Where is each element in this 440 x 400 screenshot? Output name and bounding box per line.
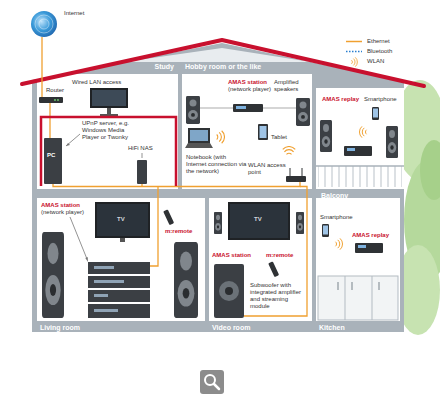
device-label: Smartphone	[364, 96, 397, 103]
device-label: HiFi NAS	[128, 145, 153, 152]
device-label: (network player)	[41, 209, 84, 216]
product-label: AMAS station	[228, 79, 267, 86]
legend-text: Ethernet	[367, 38, 390, 45]
room-title: Living room	[40, 324, 80, 332]
room-title: Balcony	[321, 192, 348, 200]
room-floor	[37, 198, 205, 321]
product-label: AMAS replay	[322, 96, 359, 103]
room-title: Video room	[212, 324, 250, 332]
device-label: Smartphone	[320, 214, 353, 221]
room: Balcony	[318, 92, 400, 189]
zoom-icon	[200, 370, 224, 394]
device-label: Amplified speakers	[274, 79, 310, 93]
legend-bluetooth-sample	[346, 51, 362, 53]
study-devices	[39, 88, 176, 186]
device-label: (network player)	[228, 86, 271, 93]
device-label: UPnP server, e.g. Windows Media Player o…	[82, 120, 138, 141]
product-label: m:remote	[266, 252, 293, 259]
room-floor	[182, 74, 312, 189]
room-floor	[37, 74, 178, 189]
product-label: AMAS station	[212, 252, 251, 259]
device-label: WLAN access point	[248, 162, 288, 176]
device-label: PC	[47, 152, 55, 159]
room-title: Kitchen	[319, 324, 345, 332]
balcony-devices	[320, 107, 398, 158]
internet-globe	[31, 11, 57, 37]
room-title: Study	[155, 63, 174, 71]
legend-text: WLAN	[367, 58, 384, 65]
house-wall	[32, 43, 404, 332]
device-label: TV	[254, 216, 262, 223]
device-label: Router	[46, 87, 64, 94]
device-label: Notebook (with Internet connection via t…	[186, 154, 248, 175]
legend-wlan-sample	[352, 57, 358, 66]
railing	[316, 165, 404, 167]
product-label: AMAS replay	[352, 232, 389, 239]
kitchen-devices	[318, 224, 398, 320]
product-label: AMAS station	[41, 202, 80, 209]
room-floor	[316, 198, 400, 321]
legend-text: Bluetooth	[367, 48, 392, 55]
device-label: TV	[117, 216, 125, 223]
room-floor	[209, 198, 312, 321]
device-label: Tablet	[271, 134, 287, 141]
product-label: m:remote	[165, 228, 192, 235]
room-title: Hobby room or the like	[185, 63, 261, 71]
device-label: Subwoofer with integrated amplifier and …	[250, 282, 308, 310]
roof	[22, 40, 424, 86]
living-devices	[42, 202, 198, 318]
balcony-floor	[316, 88, 404, 189]
device-label: Wired LAN access	[72, 79, 121, 86]
hobby-devices	[185, 96, 310, 182]
device-label: Internet	[64, 10, 84, 17]
railing	[318, 166, 402, 187]
legend-ethernet-sample	[346, 41, 362, 43]
